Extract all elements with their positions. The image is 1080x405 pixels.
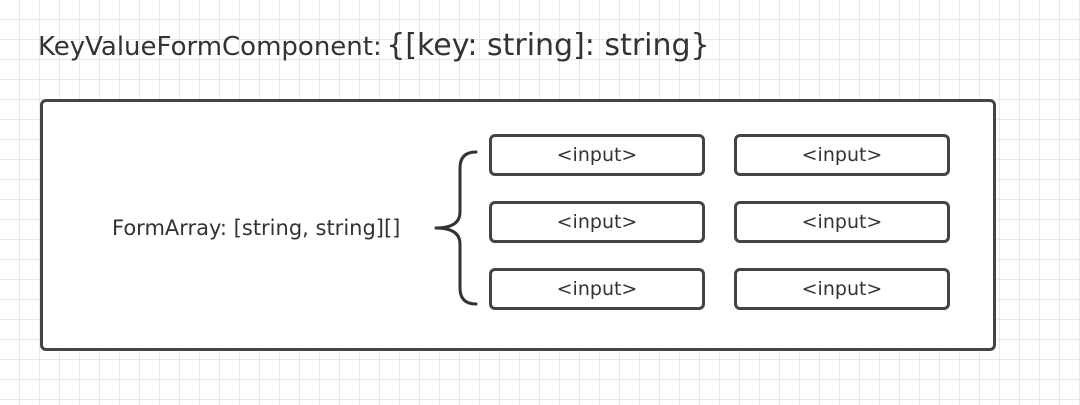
key-input-row-1: <input> <box>489 134 705 176</box>
value-input-row-3: <input> <box>734 268 950 310</box>
key-input-row-3: <input> <box>489 268 705 310</box>
curly-brace-icon <box>434 150 478 306</box>
component-name: KeyValueFormComponent: <box>38 32 382 62</box>
form-array-label: FormArray: [string, string][] <box>112 216 401 240</box>
component-type: {[key: string]: string} <box>386 28 710 63</box>
component-title: KeyValueFormComponent: {[key: string]: s… <box>38 28 710 63</box>
value-input-row-1: <input> <box>734 134 950 176</box>
value-input-row-2: <input> <box>734 201 950 243</box>
key-input-row-2: <input> <box>489 201 705 243</box>
